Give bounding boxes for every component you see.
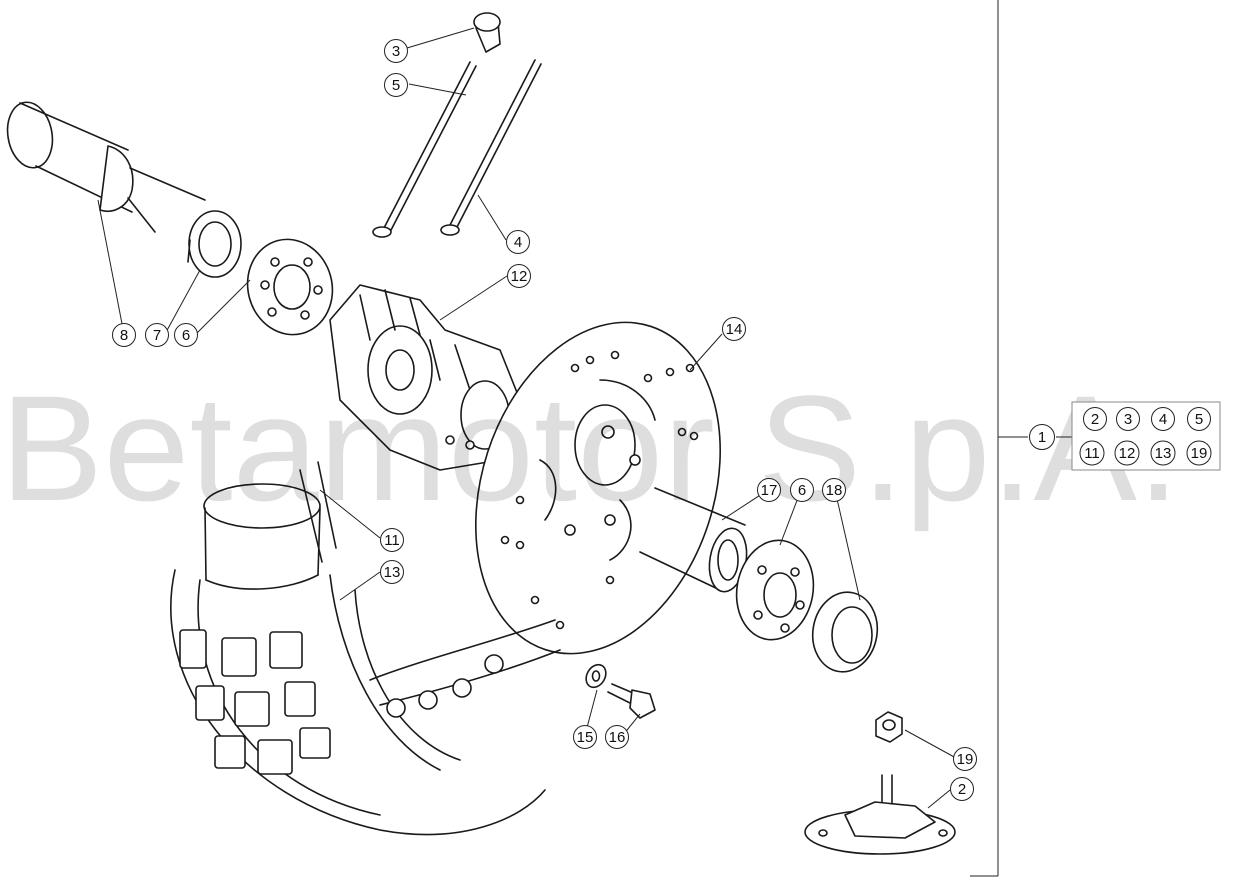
svg-text:12: 12 (511, 268, 528, 285)
rim-lock-part (804, 774, 956, 855)
callout-2: 2 (950, 777, 974, 801)
svg-text:13: 13 (384, 564, 401, 581)
svg-text:14: 14 (726, 321, 743, 338)
callout-18: 18 (822, 478, 846, 502)
callout-19: 19 (953, 747, 977, 771)
kit-contents-table: 2 3 4 5 11 12 (1071, 401, 1221, 471)
kit-item: 13 (1150, 440, 1176, 466)
callouts: 3 5 4 12 8 7 6 14 (112, 39, 1055, 801)
svg-text:2: 2 (958, 781, 966, 798)
callout-11: 11 (380, 528, 404, 552)
svg-text:6: 6 (182, 327, 190, 344)
svg-text:5: 5 (392, 77, 400, 94)
callout-1: 1 (1029, 424, 1055, 450)
callout-7: 7 (145, 323, 169, 347)
svg-text:15: 15 (577, 729, 594, 746)
bolt-part (607, 683, 656, 719)
svg-text:16: 16 (609, 729, 626, 746)
svg-text:5: 5 (1195, 411, 1203, 428)
callout-6-left: 6 (174, 323, 198, 347)
svg-text:13: 13 (1155, 445, 1172, 462)
svg-text:6: 6 (798, 482, 806, 499)
svg-text:1: 1 (1038, 429, 1046, 446)
bearing-right-part (735, 539, 815, 641)
leader-lines (97, 27, 1072, 809)
kit-row-2: 11 12 13 19 (1079, 440, 1212, 466)
callout-15: 15 (573, 725, 597, 749)
tyre-rim-part (170, 461, 561, 836)
callout-6-right: 6 (790, 478, 814, 502)
svg-text:3: 3 (1124, 411, 1132, 428)
kit-item: 19 (1186, 440, 1212, 466)
svg-text:19: 19 (1191, 445, 1208, 462)
callout-8: 8 (112, 323, 136, 347)
spokes-part (372, 59, 542, 238)
spacer-tube-part (639, 487, 748, 593)
callout-16: 16 (605, 725, 629, 749)
callout-4: 4 (506, 230, 530, 254)
kit-item: 5 (1187, 407, 1211, 431)
brake-disc-part (475, 321, 721, 655)
kit-row-1: 2 3 4 5 (1083, 407, 1211, 431)
svg-text:4: 4 (1159, 411, 1167, 428)
axle-part (6, 101, 206, 233)
svg-text:2: 2 (1091, 411, 1099, 428)
kit-item: 11 (1079, 440, 1105, 466)
callout-3: 3 (384, 39, 408, 63)
svg-text:11: 11 (384, 532, 400, 549)
svg-text:4: 4 (514, 234, 522, 251)
frame-border (970, 0, 999, 877)
callout-14: 14 (722, 317, 746, 341)
svg-text:18: 18 (826, 482, 843, 499)
svg-text:19: 19 (957, 751, 974, 768)
svg-text:3: 3 (392, 43, 400, 60)
spacer-right-part (811, 591, 879, 673)
svg-text:11: 11 (1084, 445, 1100, 462)
washer-part (585, 663, 607, 689)
kit-item: 12 (1114, 440, 1140, 466)
watermark-text: Betamotor S.p.A. (0, 364, 1180, 532)
svg-text:17: 17 (761, 482, 778, 499)
spoke-nipple-part (473, 12, 501, 53)
callout-12: 12 (507, 264, 531, 288)
kit-item: 2 (1083, 407, 1107, 431)
kit-item: 4 (1151, 407, 1175, 431)
kit-item: 3 (1116, 407, 1140, 431)
bearing-left-part (246, 238, 334, 336)
callout-13: 13 (380, 560, 404, 584)
svg-text:7: 7 (153, 327, 161, 344)
callout-17: 17 (757, 478, 781, 502)
svg-text:8: 8 (120, 327, 128, 344)
callout-5: 5 (384, 73, 408, 97)
svg-text:12: 12 (1119, 445, 1136, 462)
spacer-bushing-part (187, 210, 242, 278)
nut-part (875, 711, 903, 743)
